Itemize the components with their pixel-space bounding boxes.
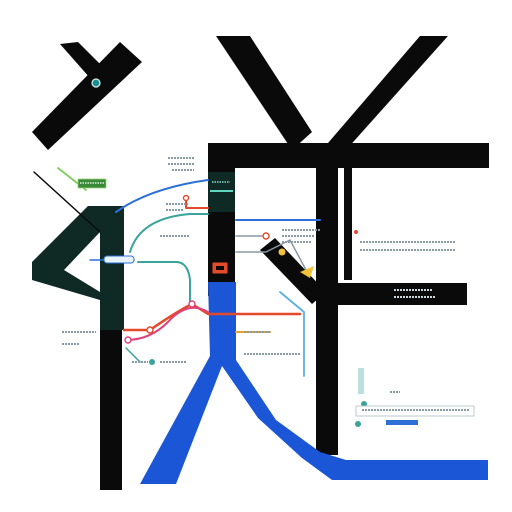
line-pink — [125, 306, 209, 341]
dark-green-shape — [32, 172, 235, 330]
line-gray — [235, 239, 307, 271]
station-teal-2 — [361, 401, 367, 407]
line-cyan — [279, 291, 305, 377]
line-teal-left — [129, 213, 209, 253]
line-black-thin — [33, 171, 101, 233]
station-yellow-1 — [278, 248, 286, 256]
legend-area — [355, 368, 475, 425]
station-orange-box-inner — [216, 266, 224, 270]
green-wedge-inner — [64, 232, 100, 292]
station-teal-4 — [355, 421, 361, 427]
station-teal-1 — [149, 359, 155, 365]
line-red-upper — [185, 197, 209, 209]
bar-y-left-arm — [216, 36, 312, 150]
station-green-label-box — [77, 178, 107, 189]
tiny-text-labels — [62, 157, 470, 411]
bar-horizontal-top — [208, 143, 489, 168]
blue-river — [140, 282, 488, 484]
line-teal-mid — [137, 261, 191, 305]
bar-top-left-diagonal — [32, 42, 142, 150]
stations — [77, 78, 383, 427]
bar-y-right-arm — [322, 36, 448, 150]
station-top-left — [91, 78, 101, 88]
bar-left-vertical — [100, 300, 122, 490]
line-teal-bottom — [125, 347, 141, 363]
station-pink-2 — [124, 336, 132, 344]
river-main — [140, 282, 488, 484]
black-bars — [32, 36, 489, 490]
bar-top-left-stub — [60, 42, 102, 78]
station-interchange-left — [103, 255, 135, 264]
bar-right-ledge — [338, 283, 467, 305]
station-red-2 — [188, 300, 196, 308]
station-red-3 — [354, 230, 358, 234]
green-station-block-trim — [210, 190, 233, 192]
legend-blue-swatch — [386, 420, 418, 425]
bar-right-spur — [260, 238, 326, 304]
station-yellow-tri — [300, 266, 314, 278]
station-gray-1 — [262, 232, 270, 240]
bar-vertical-right — [316, 150, 338, 455]
legend-teal-swatch — [358, 368, 364, 394]
bar-right-vertical-right — [344, 165, 352, 280]
text-dash-group-top — [62, 157, 470, 411]
station-red-1 — [182, 194, 190, 202]
station-pink-1 — [146, 326, 154, 334]
line-blue-top — [115, 179, 209, 213]
text-dash-group-ledge — [394, 289, 436, 298]
